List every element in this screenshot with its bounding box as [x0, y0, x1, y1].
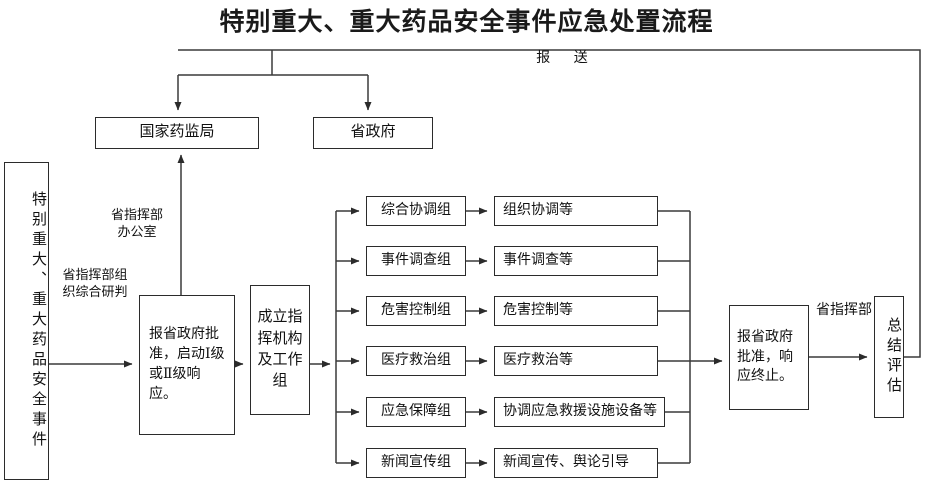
- page-title: 特别重大、重大药品安全事件应急处置流程: [219, 9, 714, 36]
- workgroup-box[interactable]: 应急保障组: [366, 397, 466, 427]
- workgroup-label: 应急保障组: [381, 404, 451, 420]
- node-nmpa[interactable]: 国家药监局: [95, 117, 259, 149]
- workgroup-label: 医疗救治组: [381, 353, 451, 369]
- workgroup-box[interactable]: 事件调查组: [366, 246, 466, 276]
- node-approve-start-response[interactable]: 报省政府批准，启动Ⅰ级或Ⅱ级响应。: [139, 295, 235, 435]
- node-summary-evaluation[interactable]: 总结评估: [874, 296, 904, 418]
- workgroup-duty-label: 协调应急救援设施设备等: [503, 404, 657, 420]
- workgroup-duty-box[interactable]: 协调应急救援设施设备等: [494, 397, 665, 427]
- workgroup-duty-box[interactable]: 危害控制等: [494, 296, 658, 326]
- workgroup-duty-box[interactable]: 组织协调等: [494, 196, 658, 226]
- node-setup-organization-label: 成立指挥机构及工作组: [257, 309, 303, 390]
- edge-label-command-research: 省指挥部组 织综合研判: [62, 267, 128, 299]
- node-summary-evaluation-label: 总结评估: [885, 317, 901, 397]
- workgroup-duty-label: 新闻宣传、舆论引导: [503, 455, 629, 471]
- workgroup-box[interactable]: 危害控制组: [366, 296, 466, 326]
- workgroup-duty-label: 事件调查等: [503, 253, 573, 269]
- workgroup-duty-box[interactable]: 医疗救治等: [494, 346, 658, 376]
- node-setup-organization[interactable]: 成立指挥机构及工作组: [250, 285, 310, 415]
- workgroup-duty-label: 组织协调等: [503, 203, 573, 219]
- edge-label-command-office: 省指挥部 办公室: [110, 207, 163, 239]
- node-event-source[interactable]: 特别重大、重大药品安全事件: [4, 162, 49, 480]
- edge-label-report-submit: 报 送: [536, 51, 598, 66]
- node-nmpa-label: 国家药监局: [139, 124, 215, 141]
- workgroup-label: 事件调查组: [381, 253, 451, 269]
- node-event-source-label: 特别重大、重大药品安全事件: [30, 191, 46, 451]
- workgroup-label: 综合协调组: [381, 203, 451, 219]
- workgroup-duty-box[interactable]: 事件调查等: [494, 246, 658, 276]
- node-provincial-government-label: 省政府: [350, 124, 396, 141]
- node-approve-end-response-label: 报省政府批准，响应终止。: [737, 329, 793, 385]
- node-approve-start-response-label: 报省政府批准，启动Ⅰ级或Ⅱ级响应。: [149, 327, 225, 402]
- workgroup-duty-label: 医疗救治等: [503, 353, 573, 369]
- workgroup-box[interactable]: 医疗救治组: [366, 346, 466, 376]
- workgroup-box[interactable]: 综合协调组: [366, 196, 466, 226]
- workgroup-label: 新闻宣传组: [381, 455, 451, 471]
- edge-label-provincial-command: 省指挥部: [816, 303, 872, 318]
- workgroup-duty-label: 危害控制等: [503, 303, 573, 319]
- node-approve-end-response[interactable]: 报省政府批准，响应终止。: [729, 305, 809, 410]
- workgroup-label: 危害控制组: [381, 303, 451, 319]
- workgroup-box[interactable]: 新闻宣传组: [366, 448, 466, 478]
- workgroup-duty-box[interactable]: 新闻宣传、舆论引导: [494, 448, 658, 478]
- node-provincial-government[interactable]: 省政府: [313, 117, 433, 149]
